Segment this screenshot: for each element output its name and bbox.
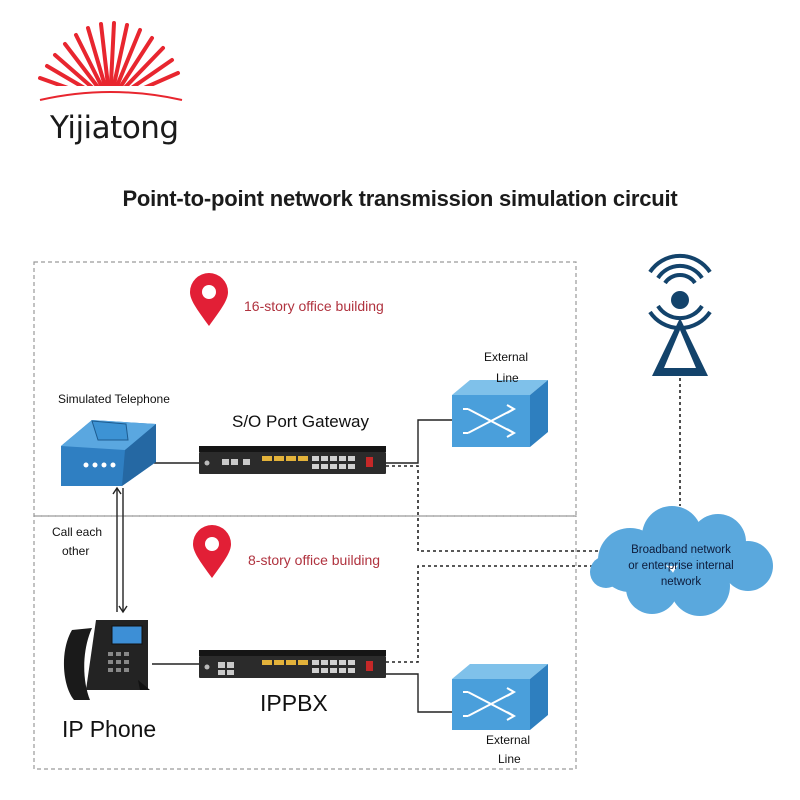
cloud-network-icon xyxy=(590,506,773,616)
cloud-label-3: network xyxy=(660,576,702,588)
external-line-label-bottom-2: Line xyxy=(498,752,521,766)
external-line-label-top-2: Line xyxy=(496,371,519,385)
brand-logo-icon xyxy=(38,21,183,108)
location-pin-icon-upper xyxy=(190,273,228,326)
ippbx-label: IPPBX xyxy=(260,690,328,716)
call-annotation-line-2: other xyxy=(62,544,90,558)
external-line-label-top-1: External xyxy=(484,350,529,364)
zone-lower-box xyxy=(33,515,577,770)
zone-upper-box xyxy=(33,261,577,517)
zone-label-lower: 8-story office building xyxy=(248,552,381,568)
simulated-telephone-icon xyxy=(61,420,156,486)
gateway-label: S/O Port Gateway xyxy=(232,412,369,431)
brand-name: Yijiatong xyxy=(50,110,179,146)
external-line-label-bottom-1: External xyxy=(486,733,531,747)
ip-phone-label: IP Phone xyxy=(62,716,157,742)
antenna-tower-icon xyxy=(648,253,712,376)
page-title: Point-to-point network transmission simu… xyxy=(122,186,678,211)
external-line-switch-icon-bottom xyxy=(452,664,548,730)
cloud-label-1: Broadband network xyxy=(631,544,731,556)
cloud-label-2: or enterprise internal xyxy=(628,560,734,572)
external-line-switch-icon-top xyxy=(452,380,548,447)
simulated-telephone-label: Simulated Telephone xyxy=(58,392,170,406)
ip-phone-icon xyxy=(63,620,150,700)
zone-label-upper: 16-story office building xyxy=(244,298,384,314)
call-annotation-line-1: Call each xyxy=(52,525,103,539)
location-pin-icon-lower xyxy=(193,525,231,578)
gateway-device-icon xyxy=(199,446,386,474)
ippbx-device-icon xyxy=(199,650,386,678)
